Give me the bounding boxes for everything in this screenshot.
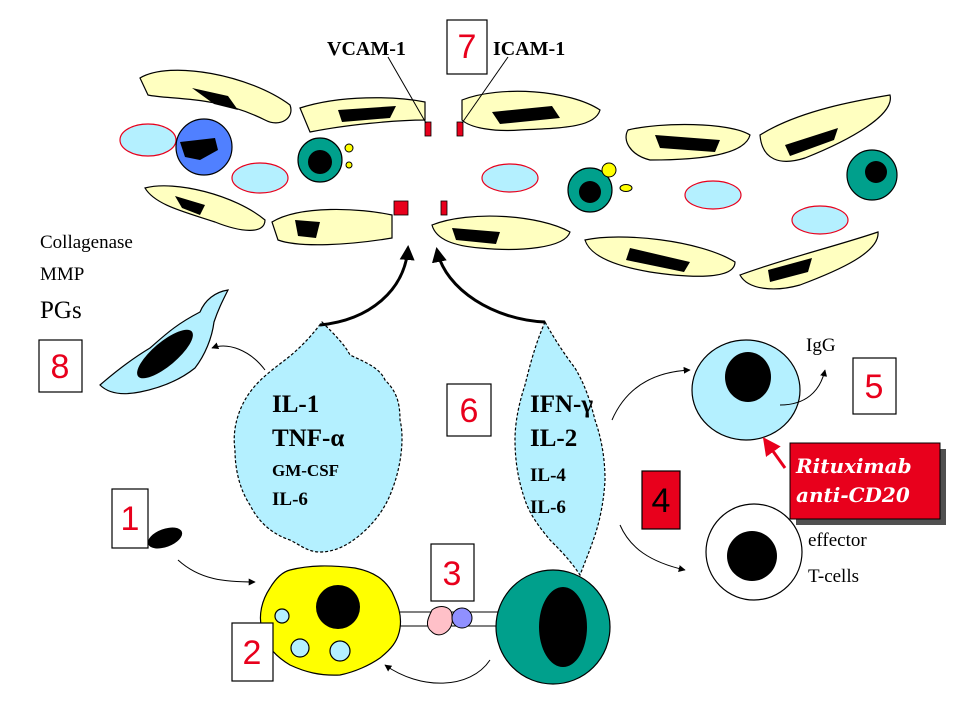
- arrow-to-igg: [779, 369, 828, 406]
- cytokine-il1: IL-1: [272, 391, 319, 418]
- endothelial-nucleus: [452, 228, 500, 244]
- mmp-label: MMP: [40, 264, 84, 285]
- endothelial-nucleus: [192, 88, 238, 110]
- step-7-box: [446, 19, 488, 75]
- b-cell-nucleus: [725, 352, 771, 402]
- arrow-to-effector: [619, 524, 686, 573]
- step-7-number: 7: [458, 28, 477, 66]
- cytokine-granule: [345, 161, 353, 169]
- step-4-box: [641, 470, 681, 530]
- cytokine-granule: [619, 184, 633, 192]
- step-1-box: [111, 488, 149, 549]
- igg-label: IgG: [806, 335, 836, 356]
- apc-vacuole: [329, 640, 351, 662]
- step-2-number: 2: [243, 634, 262, 672]
- step-6-box: [446, 383, 492, 437]
- step-1-number: 1: [121, 500, 140, 538]
- step-8-number: 8: [51, 348, 70, 386]
- red-blood-cell: [684, 180, 742, 210]
- step-3-number: 3: [443, 555, 462, 593]
- arrow-macrophage-to-vessel: [319, 245, 415, 327]
- endothelial-cell: [144, 185, 266, 231]
- cytokine-il6-right: IL-6: [530, 497, 566, 518]
- arrow-tcell-to-vessel: [432, 247, 546, 324]
- t-cell-nucleus: [579, 181, 601, 203]
- cytokine-il4: IL-4: [530, 465, 566, 486]
- right-cytokine-list: IFN-γ IL-2 IL-4 IL-6: [530, 391, 593, 518]
- antigen: [147, 527, 183, 549]
- endothelial-nucleus: [295, 220, 320, 238]
- endothelium: [139, 69, 891, 290]
- endothelial-nucleus: [175, 196, 205, 215]
- left-cytokine-list: IL-1 TNF-α GM-CSF IL-6: [272, 391, 344, 510]
- apc-vacuole: [274, 608, 290, 624]
- tcr-molecule: [451, 607, 473, 629]
- endothelial-nucleus: [338, 106, 396, 122]
- cytokine-ifn-gamma: IFN-γ: [530, 391, 593, 418]
- endothelial-cell: [431, 215, 571, 251]
- tcells-label: T-cells: [808, 566, 859, 587]
- arrow-tcell-to-apc: [384, 659, 491, 684]
- t-cell-nucleus: [865, 161, 887, 183]
- endothelial-nucleus: [626, 248, 690, 272]
- icam-marker: [456, 121, 464, 137]
- cytokine-gm-csf: GM-CSF: [272, 461, 339, 480]
- cytokine-tnf-alpha: TNF-α: [272, 425, 344, 452]
- vcam-marker-lower: [393, 200, 409, 216]
- effector-t-cell-nucleus: [727, 531, 777, 581]
- red-blood-cell: [791, 205, 849, 235]
- apc-vacuole: [290, 638, 310, 658]
- effector-label: effector: [808, 530, 867, 551]
- cytokine-granule: [344, 143, 354, 153]
- step-4-number: 4: [652, 482, 671, 520]
- step-6-number: 6: [460, 392, 479, 430]
- t-cell-nucleus-large: [539, 587, 587, 667]
- tcell-cytokine-cell: [514, 320, 606, 577]
- cytokine-il6-left: IL-6: [272, 489, 308, 510]
- endothelial-nucleus: [768, 258, 812, 282]
- step-5-box: [852, 357, 897, 415]
- icam-pointer-line: [461, 56, 509, 124]
- step-2-box: [231, 622, 274, 682]
- t-cell-nucleus: [308, 150, 332, 174]
- anti-cd20-label: anti-CD20: [796, 483, 910, 507]
- arrow-to-fibroblast: [211, 342, 266, 371]
- cytokine-il2: IL-2: [530, 425, 577, 452]
- rituximab-box: [789, 442, 941, 520]
- red-blood-cell: [119, 123, 177, 157]
- icam-marker-lower: [440, 200, 448, 216]
- endothelial-nucleus: [492, 106, 560, 124]
- red-blood-cells: [119, 123, 849, 235]
- adhesion-molecules: [387, 56, 509, 216]
- cytokine-granule: [601, 162, 617, 178]
- fibroblast-nucleus: [137, 329, 193, 379]
- rituximab-arrow: [762, 437, 787, 469]
- vcam-marker: [424, 121, 432, 137]
- red-blood-cell: [231, 162, 289, 194]
- vcam-label: VCAM-1: [327, 38, 406, 60]
- step-5-number: 5: [865, 368, 884, 406]
- endothelial-cell: [271, 208, 393, 246]
- endothelial-nucleus: [785, 128, 838, 156]
- rituximab-label: Rituximab: [795, 454, 912, 478]
- arrow-to-b-cell: [611, 366, 691, 421]
- blue-leukocyte-nucleus: [180, 138, 218, 160]
- pgs-label: PGs: [40, 297, 82, 324]
- mhc-molecule: [426, 606, 453, 636]
- leukocytes: [175, 118, 898, 213]
- vcam-pointer-line: [387, 56, 427, 124]
- step-3-box: [430, 543, 475, 602]
- icam-label: ICAM-1: [493, 38, 565, 60]
- red-blood-cell: [481, 163, 539, 193]
- collagenase-label: Collagenase: [40, 232, 133, 253]
- macrophage-cytokine-cell: [233, 321, 403, 553]
- arrow-antigen-to-apc: [177, 559, 256, 586]
- step-8-box: [38, 339, 83, 393]
- apc-nucleus: [316, 585, 360, 629]
- endothelial-nucleus: [655, 135, 720, 152]
